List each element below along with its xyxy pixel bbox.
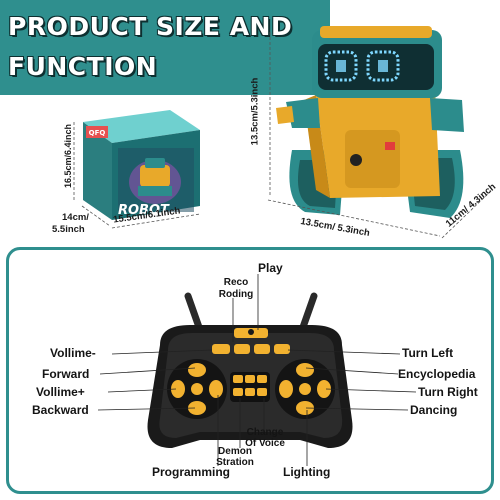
- box-depth-label-1: 14cm/: [62, 212, 89, 223]
- label-lighting: Lighting: [283, 465, 331, 479]
- label-turn-left: Turn Left: [402, 346, 454, 360]
- label-backward: Backward: [32, 403, 89, 417]
- label-encyclopedia: Encyclopedia: [398, 367, 476, 381]
- label-programming: Programming: [152, 465, 231, 479]
- label-volume-minus: Vollime-: [50, 346, 96, 360]
- box-brand: ROBOT: [118, 203, 170, 218]
- label-change-voice-1: Change: [246, 427, 284, 438]
- label-record-1: Reco: [223, 277, 249, 288]
- robot-eyes: [324, 50, 400, 82]
- label-turn-right: Turn Right: [418, 385, 478, 399]
- box-badge: QFQ: [89, 129, 106, 137]
- label-forward: Forward: [42, 367, 90, 381]
- title-banner: [0, 0, 330, 95]
- label-demo-2: Stration: [216, 457, 254, 468]
- label-play: Play: [258, 261, 283, 275]
- label-record-2: Roding: [218, 289, 254, 300]
- box-depth-label-2: 5.5inch: [52, 224, 85, 235]
- product-box: QFQ ROBOT: [83, 110, 200, 220]
- title-line-2: FUNCTION: [8, 52, 158, 81]
- label-dancing: Dancing: [410, 403, 458, 417]
- label-volume-plus: Vollime+: [36, 385, 85, 399]
- robot-illustration: [276, 26, 464, 218]
- label-demo-1: Demon: [218, 446, 252, 457]
- title-line-1: PRODUCT SIZE AND: [8, 12, 293, 41]
- label-change-voice-2: Of Voice: [245, 438, 285, 449]
